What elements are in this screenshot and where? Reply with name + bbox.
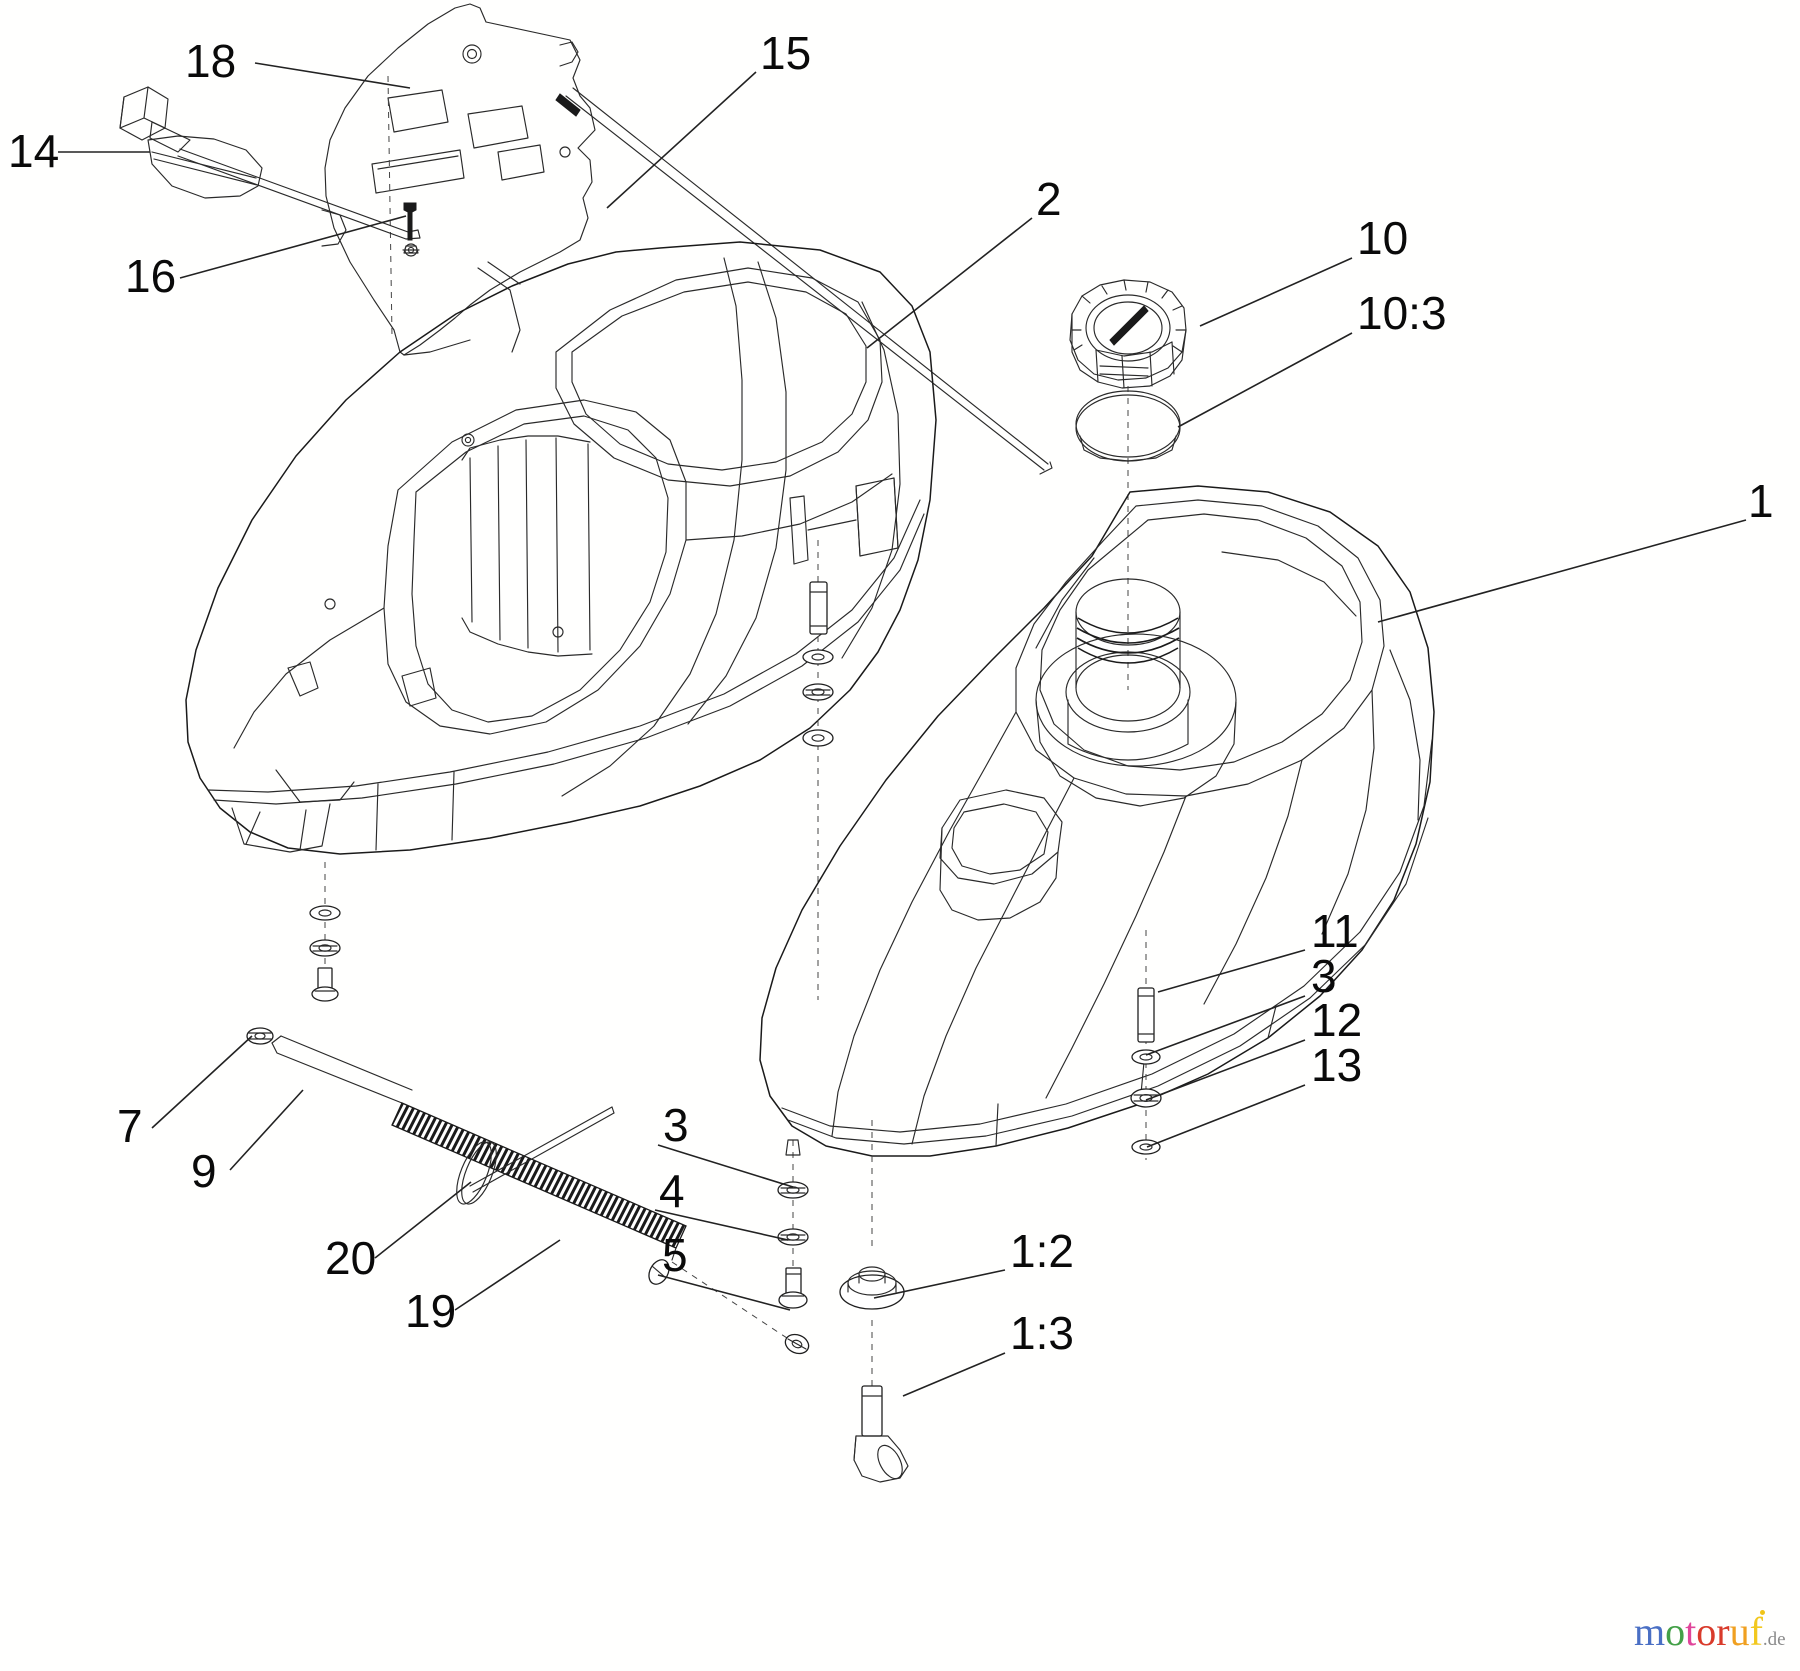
leader-line-12 <box>1145 1039 1306 1101</box>
callout-number-19[interactable]: 19 <box>405 1285 457 1337</box>
leader-line-3 <box>1145 995 1306 1056</box>
leader-line-2 <box>866 217 1033 349</box>
callout-number-13[interactable]: 13 <box>1311 1039 1363 1091</box>
leader-line-16 <box>179 215 407 279</box>
watermark-letter-3: o <box>1696 1609 1717 1654</box>
callout-number-9[interactable]: 9 <box>191 1145 217 1197</box>
watermark-tld: .de <box>1762 1629 1786 1650</box>
callout-number-1-3[interactable]: 1:3 <box>1010 1307 1074 1359</box>
callout-number-3[interactable]: 3 <box>663 1099 689 1151</box>
part-16-screw <box>402 202 420 254</box>
leader-line-15 <box>606 71 757 209</box>
leader-line-19 <box>454 1239 561 1311</box>
part-10-fuel-cap <box>1069 279 1187 690</box>
leader-line-13 <box>1146 1084 1306 1148</box>
watermark-letter-2: t <box>1685 1609 1697 1654</box>
callout-number-5[interactable]: 5 <box>662 1229 688 1281</box>
leader-line-1-2 <box>873 1269 1006 1299</box>
leader-line-9 <box>229 1089 304 1171</box>
callout-leader-lines <box>58 62 1747 1397</box>
leader-line-1-3 <box>902 1352 1006 1397</box>
hardware-stack-tank-center <box>777 1139 809 1309</box>
leader-line-5 <box>657 1274 791 1311</box>
motoruf-watermark: motoruf.de <box>1634 1609 1786 1654</box>
callout-number-18[interactable]: 18 <box>185 35 237 87</box>
watermark-letter-4: r <box>1716 1609 1730 1654</box>
watermark-letter-1: o <box>1665 1609 1686 1654</box>
leader-line-7 <box>151 1035 253 1129</box>
callout-number-1-2[interactable]: 1:2 <box>1010 1225 1074 1277</box>
hardware-stack-hood <box>802 540 834 1000</box>
callout-number-10-3[interactable]: 10:3 <box>1357 287 1447 339</box>
callout-number-16[interactable]: 16 <box>125 250 177 302</box>
callout-number-12[interactable]: 12 <box>1311 994 1363 1046</box>
part-1_2-grommet-and-1_3-fitting <box>839 1120 909 1483</box>
leader-line-10 <box>1199 257 1353 327</box>
part-14-latch-handle <box>119 86 263 199</box>
callout-number-10[interactable]: 10 <box>1357 212 1409 264</box>
leader-line-1 <box>1377 519 1747 623</box>
leader-line-3 <box>657 1144 794 1188</box>
callout-number-20[interactable]: 20 <box>325 1232 377 1284</box>
leader-line-4 <box>654 1209 789 1241</box>
watermark-letter-6: f <box>1749 1609 1763 1654</box>
leader-line-20 <box>374 1181 472 1259</box>
callout-number-14[interactable]: 14 <box>8 125 60 177</box>
part-18-mounting-plate <box>321 3 596 356</box>
part-10_3-cap-gasket <box>1075 390 1181 462</box>
callout-number-15[interactable]: 15 <box>760 27 812 79</box>
leader-line-18 <box>254 62 411 89</box>
part-15-rod-long <box>555 87 1053 475</box>
callout-number-3[interactable]: 3 <box>1311 950 1337 1002</box>
rod-assembly <box>246 1027 810 1355</box>
watermark-letter-0: m <box>1634 1609 1666 1654</box>
hardware-stack-tank-right <box>1130 930 1162 1160</box>
callout-number-2[interactable]: 2 <box>1036 173 1062 225</box>
leader-line-10-3 <box>1177 332 1353 428</box>
callout-number-7[interactable]: 7 <box>117 1100 143 1152</box>
part-2-hood-cowl <box>185 241 937 855</box>
watermark-letter-5: u <box>1729 1609 1750 1654</box>
hardware-stack-hood-left <box>309 862 341 1002</box>
callout-number-1[interactable]: 1 <box>1748 475 1774 527</box>
watermark-dot-accent <box>1760 1610 1765 1615</box>
callout-number-11[interactable]: 11 <box>1311 905 1359 957</box>
leader-line-11 <box>1157 949 1306 993</box>
linkage-rod <box>177 148 421 240</box>
callout-number-4[interactable]: 4 <box>659 1165 685 1217</box>
part-1-fuel-tank <box>759 485 1435 1157</box>
